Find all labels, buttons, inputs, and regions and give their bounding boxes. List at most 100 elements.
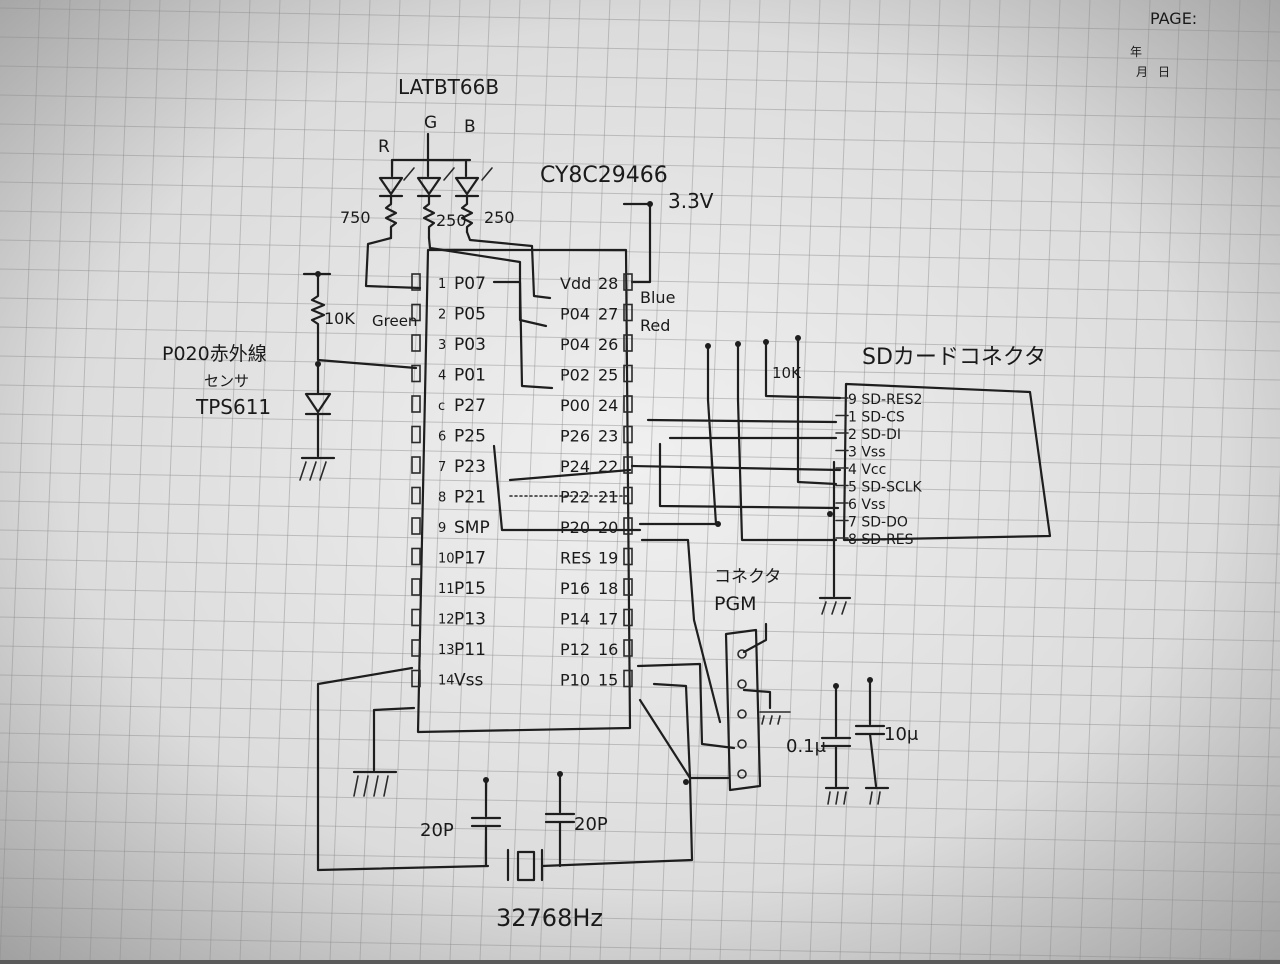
pin-name: P22 <box>560 488 590 507</box>
pin-name: P16 <box>560 579 590 598</box>
grid-line <box>779 0 821 961</box>
grid-line <box>0 297 1280 323</box>
grid-line <box>0 616 1280 642</box>
wire-node <box>715 521 721 527</box>
grid-line <box>899 0 941 961</box>
pin-pad <box>623 273 633 291</box>
led-part-label: LATBT66B <box>398 75 499 99</box>
pin-pad <box>623 364 633 383</box>
cap-grounds <box>827 791 881 805</box>
grid-line <box>0 529 1280 555</box>
pin-pad <box>411 608 421 627</box>
pin-name: P15 <box>454 579 486 599</box>
pin-name: P25 <box>454 427 486 447</box>
pin-name: P24 <box>560 457 590 476</box>
grid-line <box>509 0 551 961</box>
pin-pad <box>411 395 421 413</box>
crystal-body <box>506 848 544 882</box>
vdd-supply-wire <box>622 202 652 284</box>
pin-pad <box>623 608 633 627</box>
pin-name: P05 <box>454 305 486 325</box>
grid-line <box>0 906 1280 932</box>
grid-line <box>0 442 1280 468</box>
pin-pad <box>411 669 421 688</box>
grid-line <box>0 732 1280 758</box>
grid-line <box>239 0 281 961</box>
rgb-led-module: LATBT66B R G B 750 250 250 <box>340 75 515 240</box>
pin-pad <box>411 334 421 352</box>
pullup-node <box>705 343 711 349</box>
pgm-pin <box>737 769 747 779</box>
grid-line <box>569 0 611 961</box>
p07-to-p00-wire <box>492 280 554 390</box>
grid-line <box>629 0 671 961</box>
grid-line <box>749 0 791 961</box>
sd-pin-label: 1 SD-CS <box>848 410 905 426</box>
grid-line <box>1139 0 1181 961</box>
cap-label-1: 0.1μ <box>786 736 827 757</box>
grid-line <box>929 0 971 961</box>
pin-number: 7 <box>438 460 446 475</box>
cap-node <box>833 683 839 689</box>
pin-pad <box>623 578 633 596</box>
pin-pad <box>411 517 421 535</box>
supply-label: 3.3V <box>668 189 714 213</box>
pin-name: P04 <box>560 305 590 324</box>
note-red: Red <box>640 316 670 335</box>
sd-pin-label: 7 SD-DO <box>848 515 908 531</box>
pin-pad <box>623 425 633 444</box>
pin-name: P17 <box>454 549 486 569</box>
pgm-pin <box>737 649 747 659</box>
pin-name: P10 <box>560 671 590 690</box>
pin-pad <box>623 486 633 505</box>
sensor-pullup-label: 10K <box>324 309 355 328</box>
pin-name: P27 <box>454 396 486 416</box>
grid-line <box>869 0 911 961</box>
grid-line <box>0 790 1280 816</box>
grid-line <box>1049 0 1091 961</box>
pin-number: 21 <box>598 488 618 507</box>
grid-line <box>659 0 701 961</box>
pin-name: Vss <box>454 671 483 691</box>
grid-line <box>0 500 1280 526</box>
pgm-pins <box>737 649 747 779</box>
crystal-cap-right: 20P <box>574 814 608 835</box>
led-to-mcu-wires <box>364 230 552 328</box>
corner-mark: 日 <box>1158 65 1170 79</box>
grid-line <box>179 0 221 961</box>
grid-line <box>89 0 131 961</box>
vss-ground <box>353 775 389 797</box>
led-resistors <box>384 194 474 240</box>
sd-pin-label: 4 Vcc <box>848 462 886 478</box>
pin-name: P14 <box>560 610 590 629</box>
grid-line <box>0 123 1280 149</box>
pullup-node <box>795 335 801 341</box>
pin-name: P21 <box>454 488 486 508</box>
pin-number: 12 <box>438 613 455 628</box>
sensor-diode <box>300 362 336 460</box>
grid-line <box>0 36 1280 62</box>
pin-number: 25 <box>598 366 618 385</box>
grid-line <box>1259 467 1280 961</box>
grid-line <box>0 674 1280 700</box>
page-label: PAGE: <box>1150 9 1197 28</box>
grid-line <box>0 181 1280 207</box>
grid-line <box>0 413 1280 439</box>
grid-line <box>1109 0 1151 961</box>
grid-line <box>0 152 1280 178</box>
sensor-ground <box>299 461 327 481</box>
sd-ground-wire <box>818 460 852 600</box>
sd-pin-label: 9 SD-RES2 <box>848 392 922 408</box>
pin-number: 16 <box>598 640 618 659</box>
pin-pad <box>623 395 633 413</box>
grid-line <box>0 94 1280 120</box>
pgm-header-body <box>724 628 762 792</box>
cap-0-1u <box>820 684 852 790</box>
grid-line <box>0 210 1280 236</box>
pin-name: P04 <box>560 335 590 354</box>
pin-name: P03 <box>454 335 486 355</box>
grid-line <box>149 0 191 961</box>
